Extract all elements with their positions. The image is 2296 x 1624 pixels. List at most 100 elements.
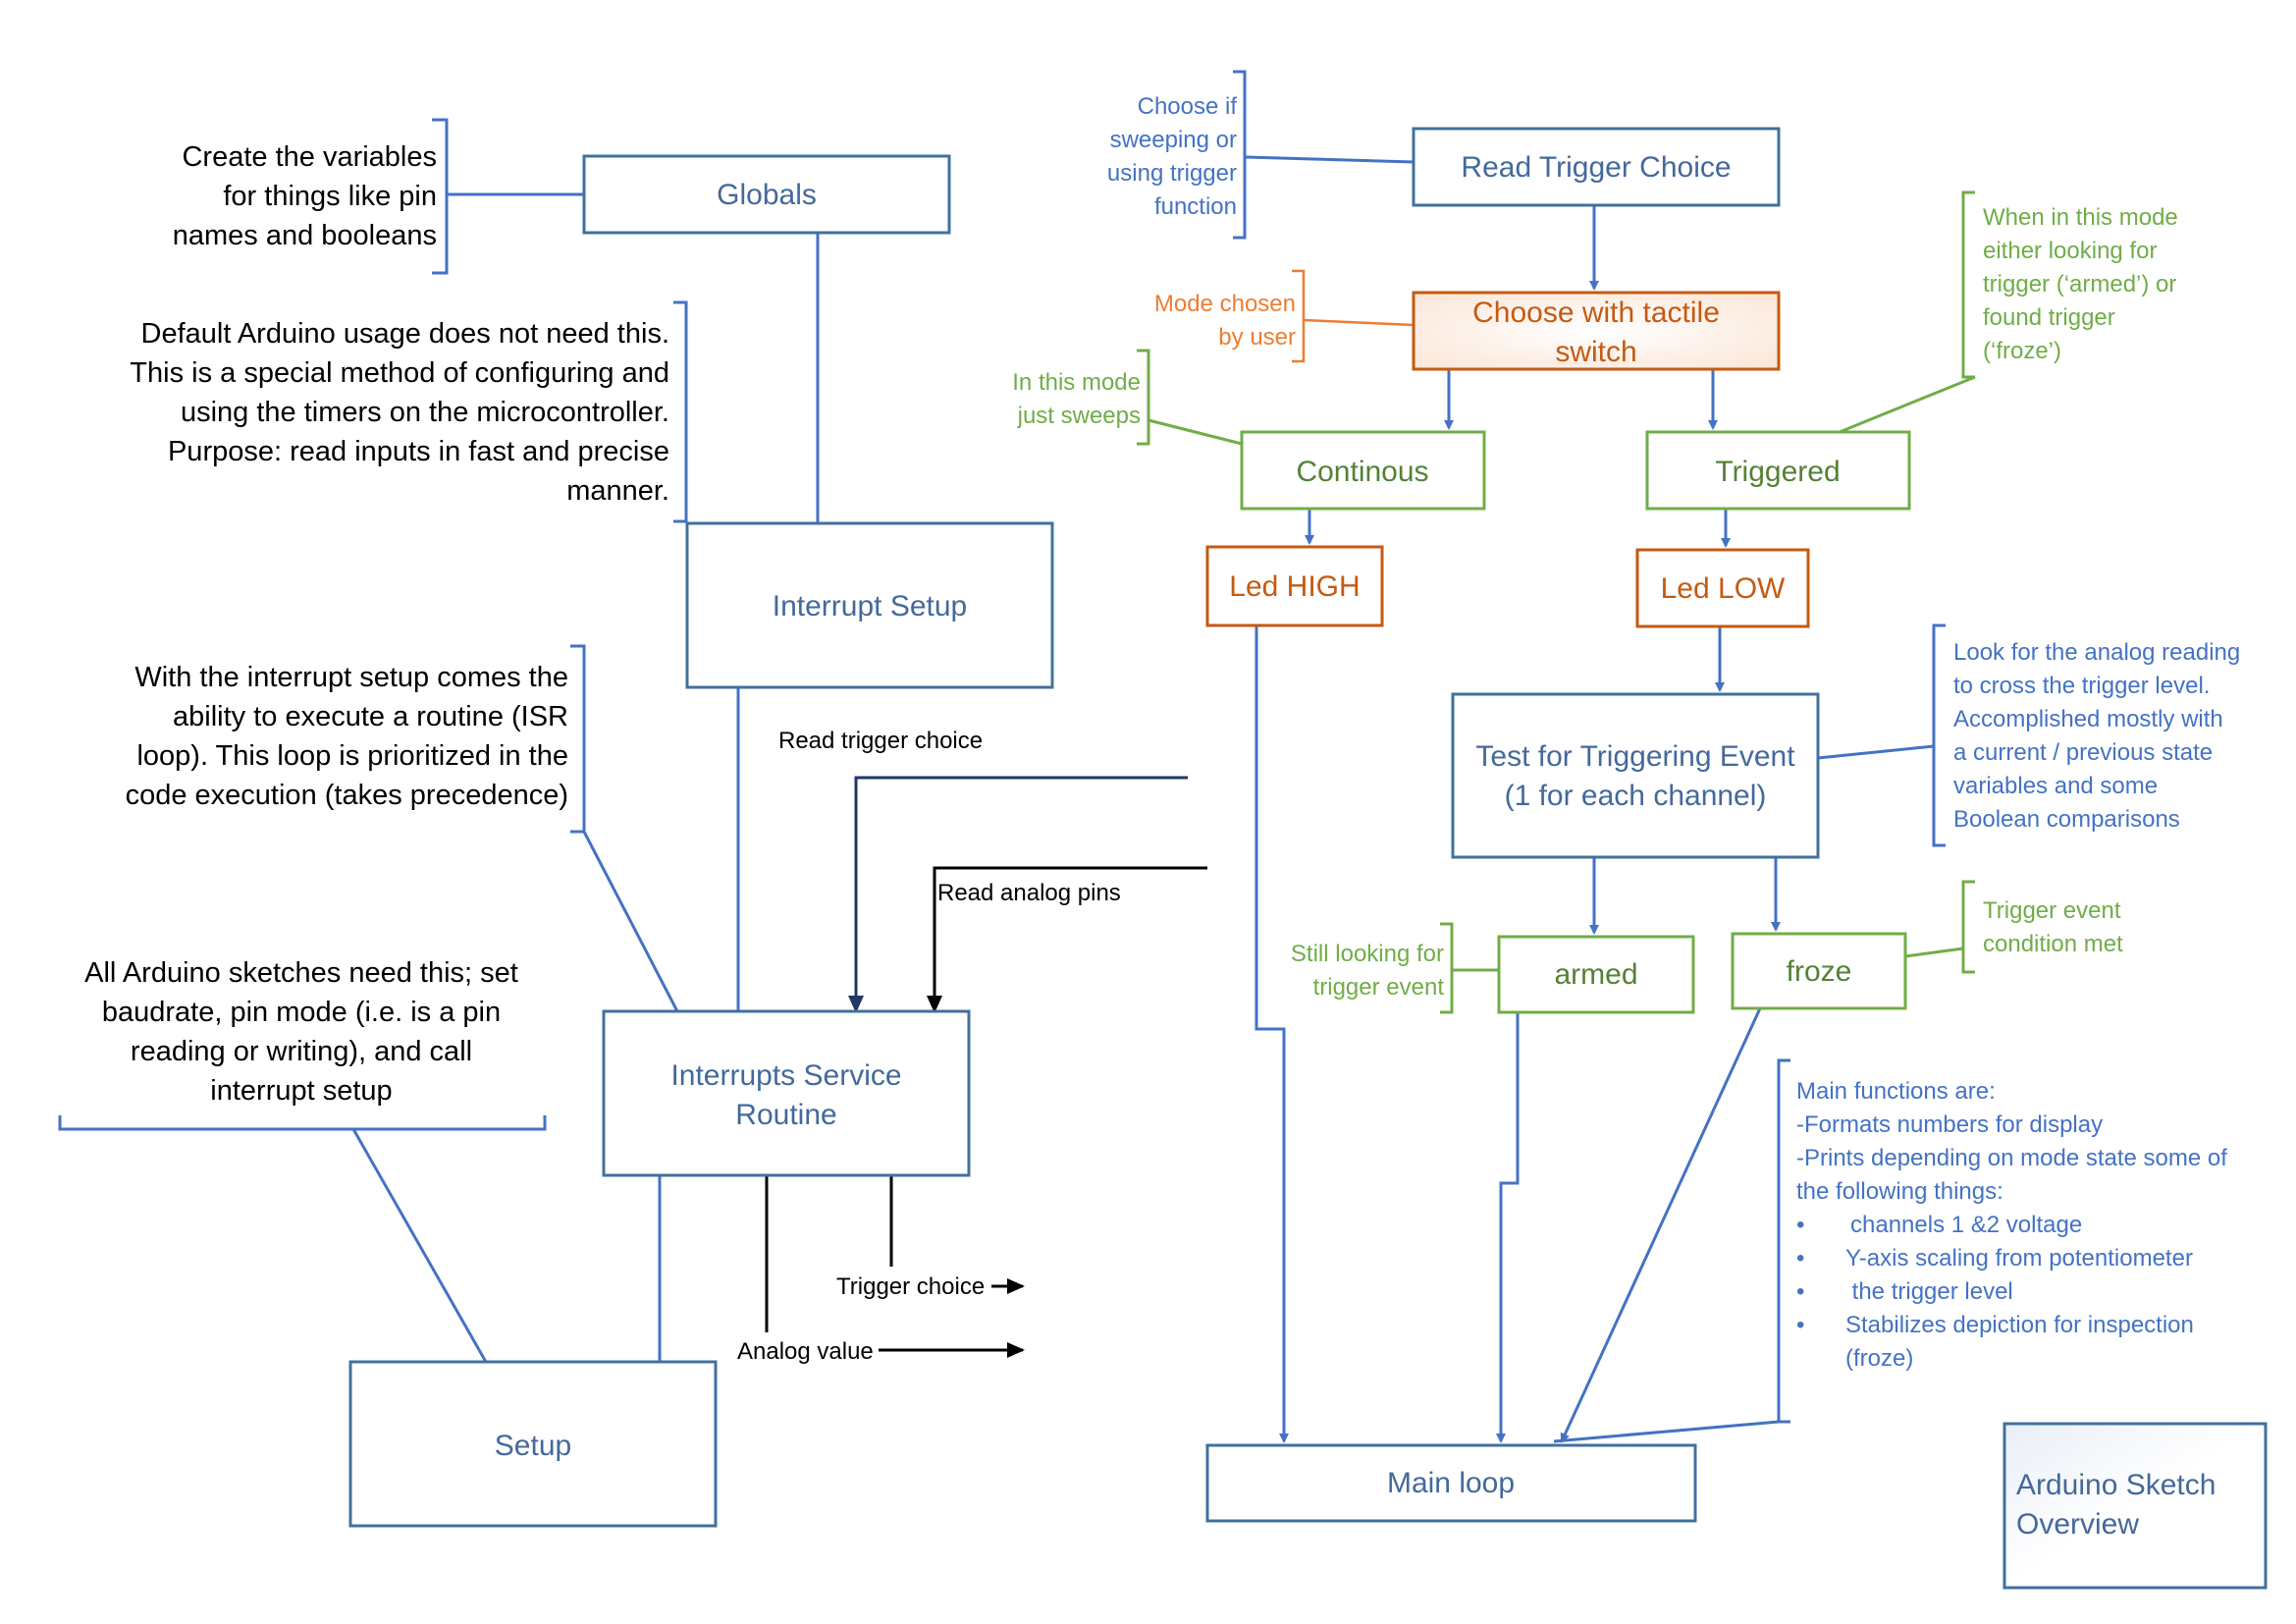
read-trigger-choice-box: Read Trigger Choice — [1412, 127, 1781, 207]
read-trigger-note-line: Choose if — [1138, 93, 1238, 120]
isr-box: Interrupts Service Routine — [602, 1009, 971, 1177]
main-note-line: the following things: — [1796, 1178, 2003, 1205]
isr-note-line: ability to execute a routine (ISR — [173, 701, 568, 732]
mode-note-line: Mode chosen — [1154, 291, 1296, 317]
led-low-box: Led LOW — [1635, 548, 1810, 628]
interrupt-note-line: using the timers on the microcontroller. — [181, 397, 669, 428]
armed-note: Still looking for trigger event — [1291, 941, 1444, 1001]
read-analog-pins-connector-label: Read analog pins — [937, 880, 1121, 906]
read-trigger-note: Choose if sweeping or using trigger func… — [1107, 93, 1237, 220]
interrupt-setup-box: Interrupt Setup — [685, 521, 1054, 689]
froze-note-line: condition met — [1983, 931, 2123, 957]
test-note-line: Look for the analog reading — [1953, 639, 2240, 666]
test-note-line: Boolean comparisons — [1953, 806, 2180, 833]
main-note-bullet: Y-axis scaling from potentiometer — [1845, 1245, 2193, 1272]
read-trigger-choice-connector-label: Read trigger choice — [778, 728, 983, 754]
interrupt-setup-label: Interrupt Setup — [773, 590, 967, 623]
isr-label-line-2: Routine — [735, 1099, 836, 1131]
main-note-bullet: Stabilizes depiction for inspection — [1845, 1312, 2194, 1338]
main-note-line: -Formats numbers for display — [1796, 1111, 2103, 1138]
setup-note-line: interrupt setup — [210, 1075, 392, 1107]
isr-input-arrows — [765, 776, 1207, 1358]
test-trigger-label-line-2: (1 for each channel) — [1505, 780, 1767, 812]
triggered-note-line: When in this mode — [1983, 204, 2178, 231]
main-loop-label: Main loop — [1387, 1467, 1515, 1499]
setup-note: All Arduino sketches need this; set baud… — [84, 957, 518, 1107]
led-low-label: Led LOW — [1661, 572, 1786, 605]
triggered-note-line: found trigger — [1983, 304, 2115, 331]
isr-note-line: With the interrupt setup comes the — [134, 662, 568, 693]
globals-note: Create the variables for things like pin… — [173, 141, 437, 251]
main-note-line: -Prints depending on mode state some of — [1796, 1145, 2227, 1171]
setup-note-line: All Arduino sketches need this; set — [84, 957, 518, 989]
read-trigger-note-line: function — [1154, 193, 1237, 220]
analog-value-connector-label: Analog value — [737, 1338, 874, 1365]
main-note-line: (froze) — [1845, 1345, 1913, 1372]
choose-switch-label-line-1: Choose with tactile — [1472, 297, 1720, 329]
left-connectors — [58, 118, 820, 1363]
globals-box: Globals — [582, 154, 951, 235]
test-trigger-label-line-1: Test for Triggering Event — [1475, 740, 1795, 773]
interrupt-note-line: manner. — [566, 475, 669, 507]
globals-note-line: for things like pin — [223, 181, 437, 212]
choose-switch-label-line-2: switch — [1555, 336, 1636, 368]
setup-label: Setup — [495, 1430, 571, 1462]
armed-note-line: trigger event — [1313, 974, 1445, 1001]
title-line-1: Arduino Sketch — [2016, 1469, 2216, 1501]
interrupt-note-line: Purpose: read inputs in fast and precise — [168, 436, 669, 467]
bullet-icon: • — [1796, 1278, 1804, 1305]
triggered-label: Triggered — [1715, 456, 1840, 488]
froze-note-line: Trigger event — [1983, 897, 2121, 924]
armed-box: armed — [1497, 935, 1695, 1014]
title-box: Arduino Sketch Overview — [2002, 1422, 2268, 1590]
read-trigger-choice-label: Read Trigger Choice — [1461, 151, 1731, 184]
armed-label: armed — [1554, 958, 1637, 991]
main-note-line: Main functions are: — [1796, 1078, 1996, 1105]
isr-note-line: code execution (takes precedence) — [126, 780, 568, 811]
interrupt-note-line: This is a special method of configuring … — [130, 357, 669, 389]
isr-note-line: loop). This loop is prioritized in the — [136, 740, 568, 772]
globals-note-line: names and booleans — [173, 220, 437, 251]
froze-box: froze — [1731, 932, 1907, 1010]
bullet-icon: • — [1796, 1312, 1804, 1338]
triggered-note-line: trigger (‘armed’) or — [1983, 271, 2176, 298]
read-trigger-note-line: using trigger — [1107, 160, 1237, 187]
led-high-label: Led HIGH — [1229, 570, 1360, 603]
isr-label-line-1: Interrupts Service — [670, 1059, 901, 1092]
continous-box: Continous — [1240, 430, 1486, 511]
read-trigger-note-line: sweeping or — [1110, 127, 1237, 153]
test-note-line: Accomplished mostly with — [1953, 706, 2223, 732]
bullet-icon: • — [1796, 1245, 1804, 1272]
froze-note: Trigger event condition met — [1983, 897, 2123, 957]
test-note-line: a current / previous state — [1953, 739, 2213, 766]
setup-box: Setup — [348, 1360, 718, 1528]
mode-note-line: by user — [1218, 324, 1296, 351]
title-line-2: Overview — [2016, 1508, 2139, 1541]
test-note-line: to cross the trigger level. — [1953, 673, 2210, 699]
setup-note-line: baudrate, pin mode (i.e. is a pin — [102, 997, 501, 1028]
armed-note-line: Still looking for — [1291, 941, 1444, 967]
bullet-icon: • — [1796, 1212, 1804, 1238]
mode-note: Mode chosen by user — [1154, 291, 1296, 351]
triggered-note: When in this mode either looking for tri… — [1983, 204, 2178, 364]
interrupt-note: Default Arduino usage does not need this… — [130, 318, 669, 507]
test-note-line: variables and some — [1953, 773, 2158, 799]
main-note-bullet: channels 1 &2 voltage — [1850, 1212, 2082, 1238]
sweep-note-line: just sweeps — [1017, 403, 1141, 429]
isr-note: With the interrupt setup comes the abili… — [126, 662, 568, 811]
main-functions-note: Main functions are: -Formats numbers for… — [1796, 1078, 2227, 1372]
sweep-note: In this mode just sweeps — [1012, 369, 1141, 429]
trigger-choice-connector-label: Trigger choice — [836, 1273, 985, 1300]
choose-switch-box: Choose with tactile switch — [1412, 291, 1781, 371]
triggered-box: Triggered — [1645, 430, 1911, 511]
triggered-note-line: (‘froze’) — [1983, 338, 2061, 364]
main-note-bullet: the trigger level — [1845, 1278, 2013, 1305]
interrupt-note-line: Default Arduino usage does not need this… — [141, 318, 670, 350]
test-note: Look for the analog reading to cross the… — [1953, 639, 2240, 833]
continous-label: Continous — [1296, 456, 1428, 488]
globals-note-line: Create the variables — [182, 141, 437, 173]
globals-label: Globals — [717, 179, 817, 211]
main-loop-box: Main loop — [1205, 1443, 1697, 1523]
setup-note-line: reading or writing), and call — [131, 1036, 472, 1067]
